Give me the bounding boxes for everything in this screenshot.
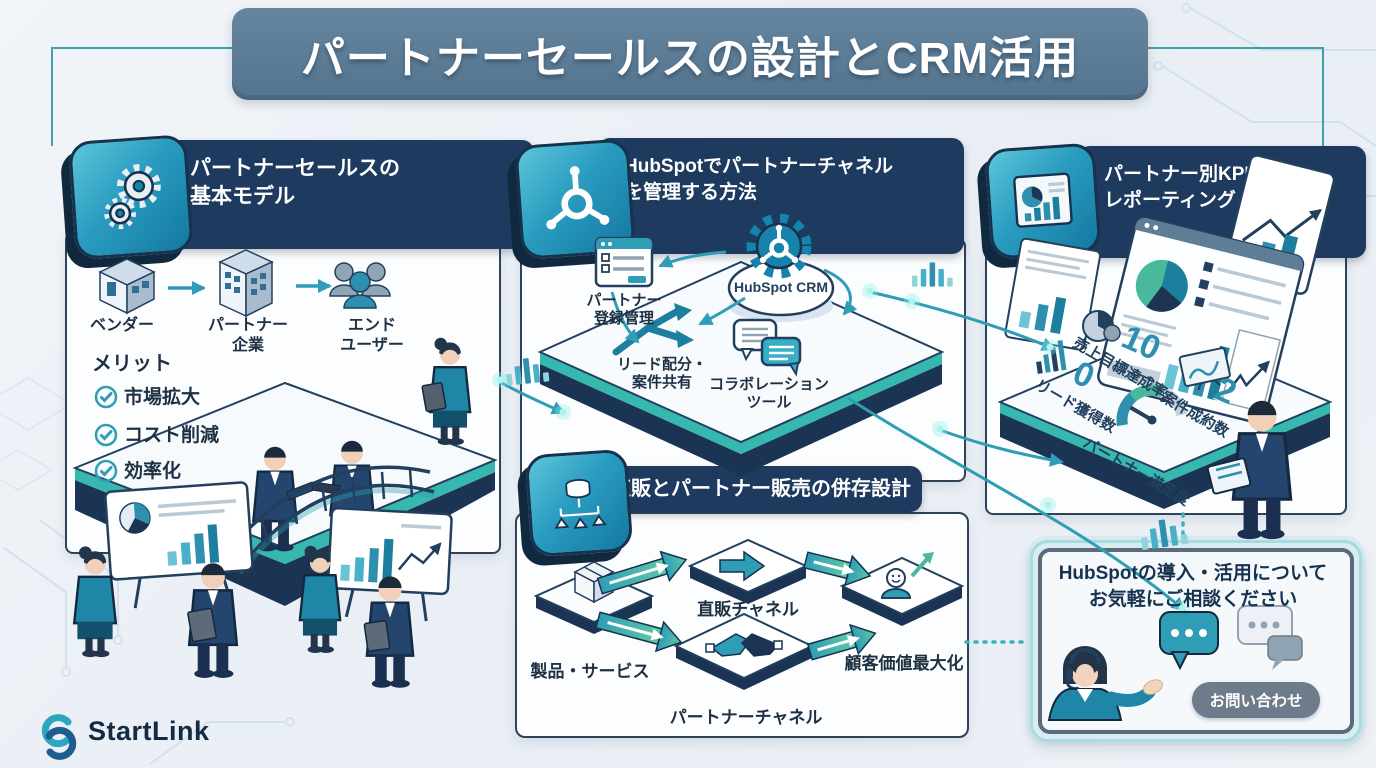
brand-name: StartLink: [88, 716, 210, 746]
page-title: パートナーセールスの設計とCRM活用: [232, 8, 1148, 100]
flow-label-vendor: ベンダー: [70, 316, 174, 336]
gears-icon: [104, 164, 161, 230]
merit-item: 市場拡大: [124, 387, 201, 408]
hubspot-crm-label: HubSpot CRM: [733, 279, 829, 295]
node-registration-label: パートナー 登録管理: [565, 292, 683, 329]
header-line: 直販とパートナー販売の併存設計: [611, 477, 911, 500]
header-line: 基本モデル: [190, 185, 295, 209]
hubspot-cube: [514, 138, 636, 260]
person: [298, 544, 342, 655]
startlink-logo-icon: [41, 714, 77, 760]
flow-label-line: エンド: [347, 317, 396, 334]
header-line: HubSpotでパートナーチャネル: [624, 156, 893, 177]
header-line: パートナー別KPI設計と: [1104, 164, 1307, 185]
node-partner-label: パートナーチャネル: [669, 708, 823, 727]
flow-label-partner: パートナー 企業: [196, 316, 300, 355]
kpi-chart-icon: [1013, 172, 1073, 228]
panel-hubspot-header: HubSpotでパートナーチャネル を管理する方法: [598, 138, 964, 254]
hubspot-sprocket-icon: [546, 166, 610, 230]
flow-label-endusers: エンド ユーザー: [318, 316, 426, 355]
basic-model-cube: [68, 134, 194, 260]
coexistence-cube: [524, 448, 634, 558]
panel-basic-model-header: パートナーセールスの 基本モデル: [150, 140, 534, 249]
header-line: レポーティング: [1104, 189, 1236, 211]
kpi-cube: [984, 142, 1102, 260]
header-line: パートナーセールスの: [190, 157, 400, 180]
node-direct-label: 直販チャネル: [697, 600, 799, 619]
cta-line2: お気軽にご相談ください: [1088, 589, 1298, 610]
person-with-tablet: [363, 575, 415, 690]
flow-label-line: ベンダー: [89, 317, 154, 334]
panel-kpi-header: パートナー別KPI設計と レポーティング: [1078, 146, 1366, 258]
panel-hubspot-channel: [520, 238, 966, 482]
node-customer-label: 顧客価値最大化: [844, 654, 964, 673]
panel-coexistence-header: 直販とパートナー販売の併存設計: [600, 466, 922, 512]
flow-label-line: パートナー: [207, 317, 288, 334]
node-collab-label: コラボレーション ツール: [690, 376, 848, 413]
person-with-tablet: [187, 561, 239, 680]
cta-line1: HubSpotの導入・活用について: [1058, 563, 1328, 584]
org-chart-icon: [554, 479, 607, 529]
flow-label-line: 企業: [231, 336, 264, 354]
merit-heading: メリット: [92, 353, 172, 375]
node-label-line: コラボレーション: [709, 376, 829, 393]
panel-kpi-reporting: [985, 235, 1347, 515]
header-line: を管理する方法: [624, 181, 758, 203]
node-label-line: ツール: [746, 394, 792, 412]
node-label-line: 登録管理: [593, 310, 654, 328]
node-label-line: パートナー: [586, 292, 662, 309]
contact-button[interactable]: お問い合わせ: [1192, 682, 1320, 718]
person: [72, 545, 118, 659]
flow-label-line: ユーザー: [340, 336, 404, 354]
node-product-label: 製品・サービス: [530, 662, 650, 681]
node-label-line: リード配分・: [616, 356, 707, 373]
merit-item: コスト削減: [124, 425, 220, 446]
merit-item: 効率化: [124, 461, 182, 482]
